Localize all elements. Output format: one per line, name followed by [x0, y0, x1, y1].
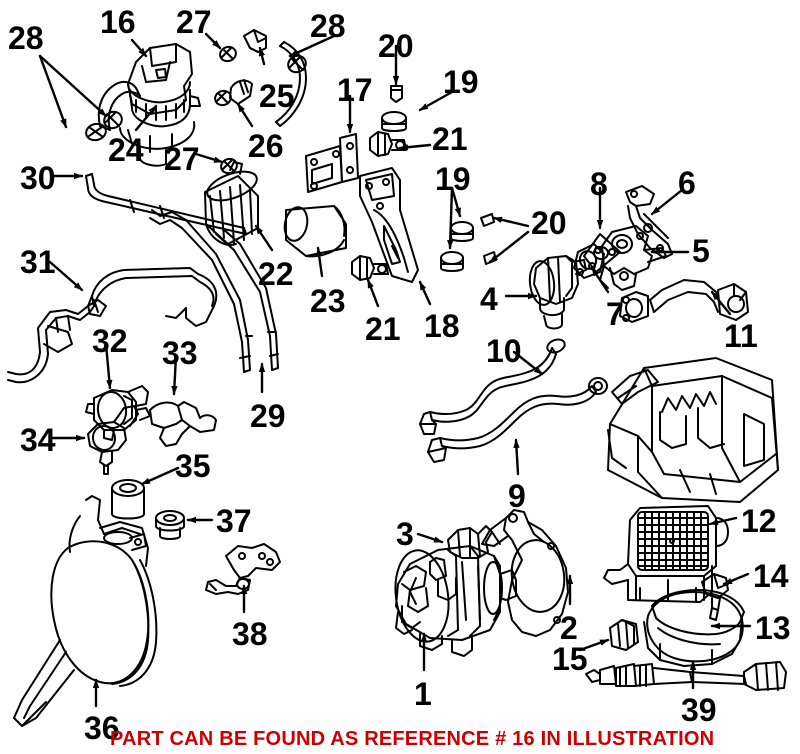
part-34-vent-valve	[87, 405, 139, 475]
part-29-fuel-line-pair	[149, 209, 279, 373]
part-23-resonator-canister	[283, 205, 347, 258]
part-20-hose-connector-nipple	[390, 85, 497, 265]
part-7-combi-valve-gasket	[573, 243, 605, 279]
callout-38: 38	[232, 616, 268, 652]
callout-25: 25	[259, 78, 295, 114]
part-27-hose-clamp	[214, 45, 238, 175]
part-21-check-valve	[351, 131, 407, 281]
callout-32: 32	[92, 323, 128, 359]
callout-20-b: 20	[531, 205, 567, 241]
part-9-air-supply-pipe-lower	[427, 377, 608, 463]
callout-10: 10	[486, 333, 522, 369]
callout-28-a: 28	[8, 20, 44, 56]
callout-1: 1	[414, 676, 432, 712]
callout-4: 4	[480, 281, 498, 317]
part-25-bent-tube	[275, 41, 307, 127]
callout-28-b: 28	[310, 8, 346, 44]
callout-29: 29	[250, 398, 286, 434]
callout-14: 14	[753, 558, 789, 594]
part-24-curved-vacuum-hose	[97, 80, 141, 131]
part-13-air-filter-housing-cover	[643, 589, 745, 667]
callout-24: 24	[108, 132, 144, 168]
part-30-vent-line	[85, 173, 247, 235]
callout-9: 9	[508, 478, 526, 514]
callout-36: 36	[84, 710, 120, 746]
part-6-support-bracket	[625, 185, 673, 259]
part-12-mass-air-flow-sensor	[603, 505, 729, 603]
part-19-rubber-bushing	[381, 111, 474, 272]
part-1-secondary-air-injection-pump	[394, 545, 517, 657]
callout-6: 6	[678, 165, 696, 201]
callout-22: 22	[258, 256, 294, 292]
callout-2: 2	[560, 610, 578, 646]
part-4-air-injection-combi-valve	[528, 255, 587, 330]
part-15-small-clip-bracket	[609, 619, 639, 651]
part-5-valve-mounting-bracket	[599, 225, 667, 291]
callout-15: 15	[552, 641, 588, 677]
part-26-elbow-connector	[229, 29, 267, 105]
callout-5: 5	[692, 233, 710, 269]
callout-20-a: 20	[378, 28, 414, 64]
part-37-small-grommet	[155, 510, 185, 540]
callout-27-a: 27	[176, 4, 212, 40]
part-2-pump-mounting-bracket	[481, 509, 569, 637]
part-38-canister-mounting-bracket	[205, 543, 281, 595]
callout-26: 26	[248, 128, 284, 164]
callout-13: 13	[755, 610, 791, 646]
part-31-evap-hose-assembly	[7, 267, 218, 384]
callout-37: 37	[216, 503, 252, 539]
part-35-rubber-sleeve-bushing	[111, 479, 145, 520]
part-17-mounting-plate-bracket	[305, 133, 359, 193]
callout-21-a: 21	[432, 121, 468, 157]
callout-27-b: 27	[164, 141, 200, 177]
callout-3: 3	[396, 516, 414, 552]
callout-23: 23	[310, 283, 346, 319]
callout-8: 8	[590, 166, 608, 202]
callout-19-a: 19	[443, 64, 479, 100]
air-filter-housing-body	[607, 357, 779, 503]
part-16-evap-purge-valve-assembly	[119, 43, 201, 167]
callout-17: 17	[337, 72, 373, 108]
leader-lines	[38, 32, 752, 708]
callout-30: 30	[20, 160, 56, 196]
part-18-large-support-bracket	[359, 167, 419, 283]
reference-note: PART CAN BE FOUND AS REFERENCE # 16 IN I…	[110, 728, 715, 750]
part-14-intake-air-temperature-sensor	[701, 573, 729, 621]
callout-35: 35	[175, 448, 211, 484]
part-22-cylindrical-filter	[204, 161, 259, 246]
part-39-oxygen-sensor	[585, 661, 787, 691]
callout-31: 31	[20, 244, 56, 280]
part-36-charcoal-canister	[13, 495, 158, 727]
part-3-rubber-mount-grommet	[447, 525, 493, 559]
callout-12: 12	[741, 503, 777, 539]
part-32-leak-detection-pump	[85, 385, 151, 441]
callout-11: 11	[724, 318, 758, 354]
part-10-air-supply-pipe-upper	[419, 338, 566, 435]
part-11-air-injection-crossover-pipe	[619, 279, 749, 323]
callout-18: 18	[424, 308, 460, 344]
callout-21-b: 21	[365, 311, 401, 347]
callout-19-b: 19	[435, 161, 471, 197]
callout-39: 39	[681, 692, 717, 728]
callout-7: 7	[606, 296, 624, 332]
callout-34: 34	[20, 422, 56, 458]
callout-33: 33	[162, 335, 198, 371]
callout-16: 16	[100, 4, 136, 40]
part-33-t-connector	[149, 401, 217, 447]
